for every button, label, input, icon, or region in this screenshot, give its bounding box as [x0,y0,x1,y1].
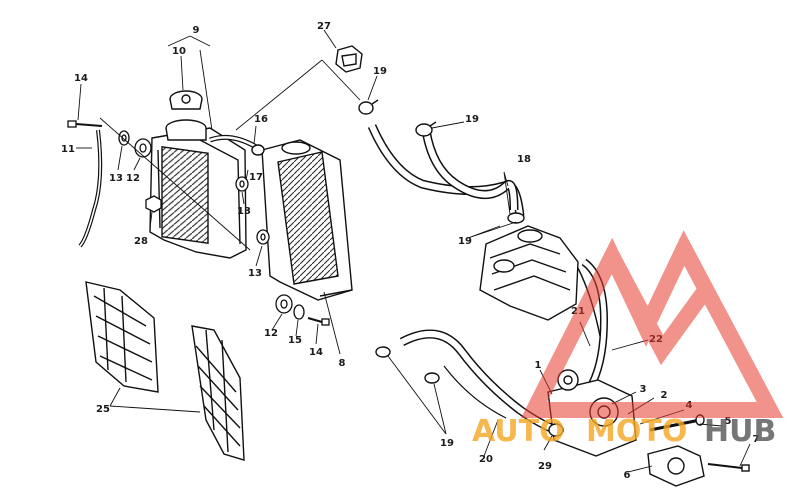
callout-17: 17 [249,172,263,183]
callout-29: 29 [538,461,552,472]
bypass-hose-21 [581,258,609,386]
callout-18: 18 [517,154,531,165]
callout-19c: 19 [458,236,472,247]
nut-28 [145,195,162,213]
callout-14a: 14 [74,73,88,84]
overflow-tube [78,129,103,248]
callout-10: 10 [172,46,186,57]
watermark-brand-moto: MOTO [586,414,687,449]
hose-clamp-19d [375,346,440,384]
callout-27: 27 [317,21,331,32]
washer-13-left [118,130,130,146]
callout-7: 7 [753,434,760,445]
radiator-louver-right [191,325,245,461]
hose-clamp-19a [358,99,379,115]
washer-15 [293,304,305,320]
callout-19d: 19 [440,438,454,449]
watermark-logo [520,230,784,418]
grommet-13-middle [256,229,270,245]
callout-14b: 14 [309,347,323,358]
callout-8: 8 [339,358,346,369]
grommet-17 [235,176,249,192]
callout-28: 28 [134,236,148,247]
watermark-text: AUTO MOTO HUB [472,414,776,449]
callout-9: 9 [193,25,200,36]
callout-3: 3 [640,384,647,395]
callout-25: 25 [96,404,110,415]
hose-clamp-16 [251,144,265,156]
mounting-bolt-left [67,120,103,128]
watermark-brand-hub: HUB [704,414,776,449]
leader-lines [76,29,751,473]
mounting-bolt-right [307,317,330,326]
callout-19a: 19 [373,66,387,77]
hose-clamp-19c [507,212,525,224]
left-radiator [149,127,247,259]
cylinder-head [479,225,579,321]
callout-13b: 13 [237,206,251,217]
callout-6: 6 [624,470,631,481]
grommet-12-right [275,294,293,314]
callout-15: 15 [288,335,302,346]
lower-radiator-hose [399,329,558,435]
right-radiator [261,139,353,301]
callout-1: 1 [535,360,542,371]
callout-12a: 12 [126,173,140,184]
hose-20 [443,365,507,419]
cover-bolt-7 [707,463,750,472]
callout-19b: 19 [465,114,479,125]
radiator-filler-neck [165,119,207,141]
watermark-triangle-mark [520,230,784,418]
grommet-12-left [134,138,152,158]
callout-11: 11 [61,144,75,155]
radiator-louver-left [85,281,159,393]
watermark-brand-auto: AUTO [472,414,565,449]
callout-2: 2 [661,390,668,401]
callout-20: 20 [479,454,493,465]
hose-clamp-19b [415,121,437,137]
hose-bracket-27 [335,45,363,73]
callout-12b: 12 [264,328,278,339]
callout-13c: 13 [248,268,262,279]
radiator-cap [169,90,203,110]
callout-16: 16 [254,114,268,125]
callout-13a: 13 [109,173,123,184]
callout-5: 5 [725,416,732,427]
pump-cover-6 [647,445,705,487]
upper-cylinder-hose [421,129,519,211]
